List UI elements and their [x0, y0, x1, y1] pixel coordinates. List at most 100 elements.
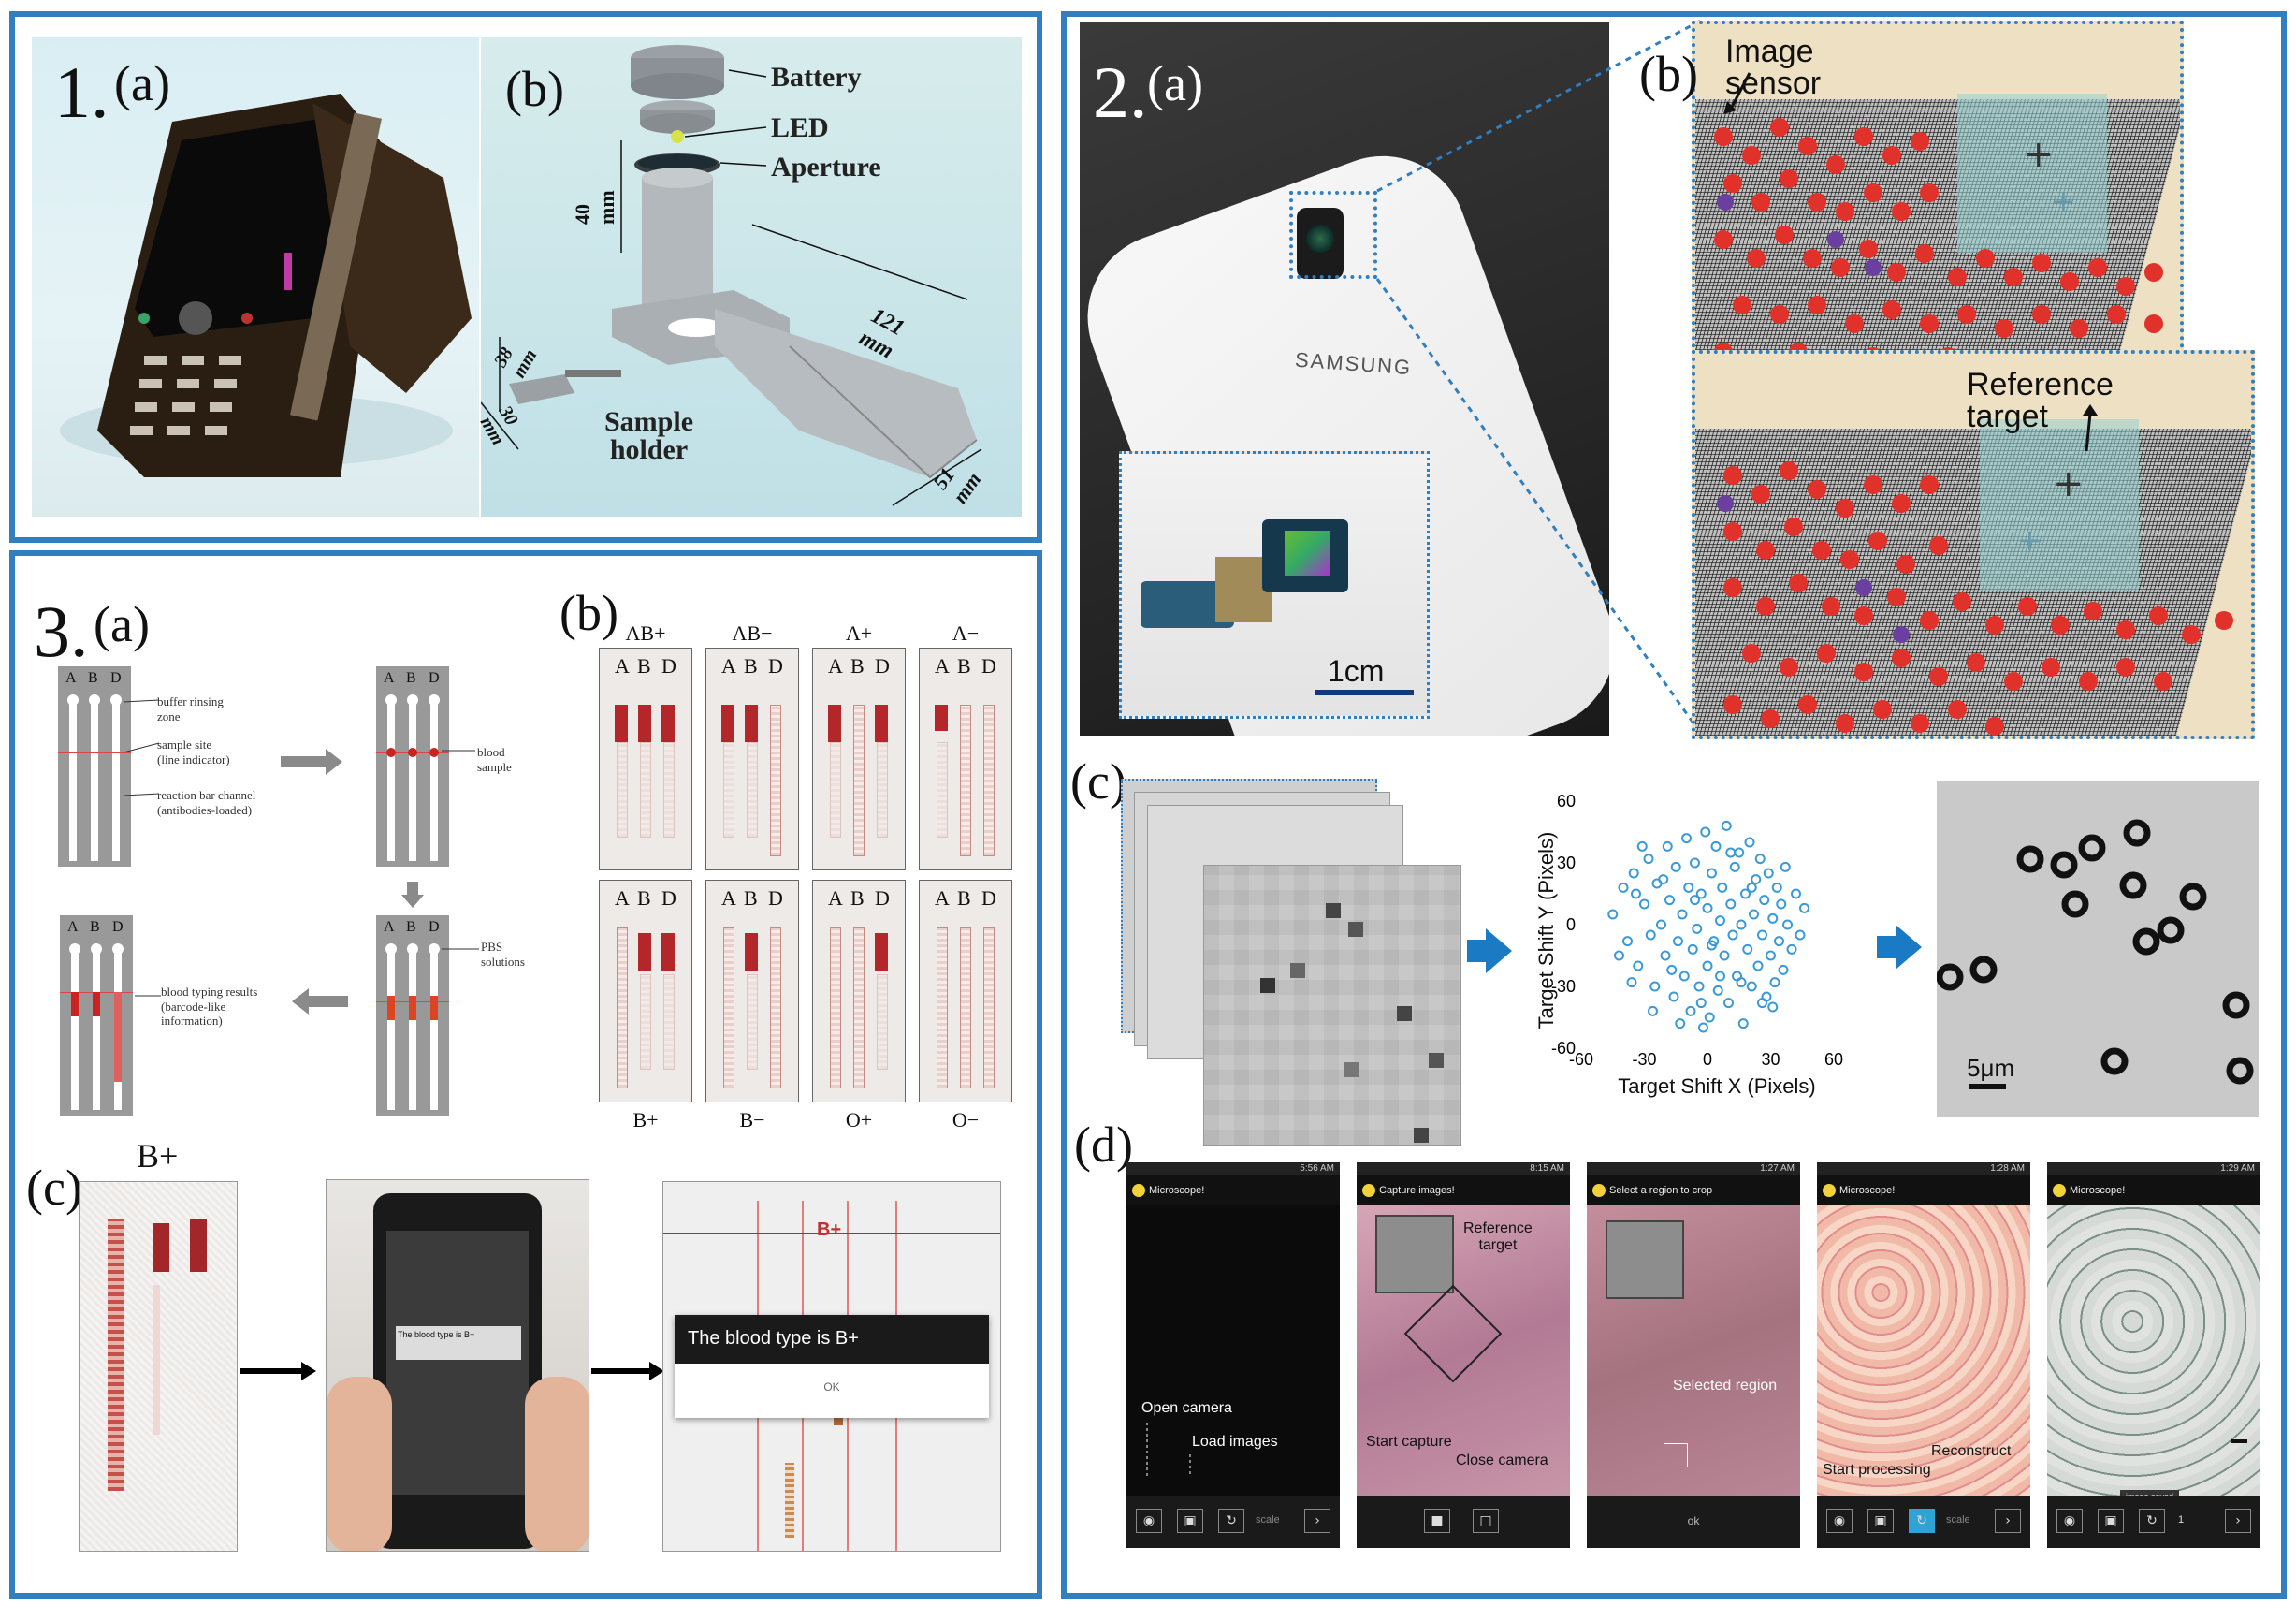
reference-target-label: Reference target — [1967, 367, 2114, 434]
scatter-point — [1702, 960, 1713, 971]
panel-2c-label: (c) — [1070, 753, 1126, 810]
device-diagram — [480, 37, 1022, 517]
scatter-point — [1695, 998, 1707, 1009]
camera-button[interactable]: ◉ — [1136, 1509, 1162, 1533]
scatter-point — [1622, 936, 1633, 947]
refresh-button[interactable]: ↻ — [1909, 1509, 1935, 1533]
lane-d: D — [768, 654, 783, 678]
app-title-2: Capture images! — [1379, 1185, 1455, 1196]
next-button[interactable]: › — [1304, 1509, 1330, 1533]
battery-label: Battery — [771, 62, 862, 93]
image-sensor-label: Image sensor — [1725, 34, 1822, 101]
sample-holder-label: Sample holder — [604, 406, 694, 465]
note-pbs: PBS solutions — [481, 940, 525, 969]
lane-b: B — [744, 886, 758, 910]
scatter-point — [1759, 895, 1770, 906]
arrow-to-scatter-head — [1486, 928, 1512, 973]
lane-d: D — [768, 886, 783, 910]
scatter-point — [1631, 888, 1641, 899]
camera-button[interactable]: ◉ — [2056, 1509, 2083, 1533]
app-screen-3: 1:27 AM Select a region to crop Selected… — [1587, 1162, 1800, 1548]
scatter-point — [1799, 902, 1809, 913]
arrow-down — [407, 882, 418, 897]
next-button[interactable]: › — [1995, 1509, 2021, 1533]
lane-a: A — [384, 919, 395, 935]
dialog-ok-button[interactable]: OK — [823, 1380, 840, 1394]
scatter-point — [1695, 888, 1707, 899]
scatter-point — [1633, 960, 1644, 971]
scatter-point — [1678, 971, 1690, 982]
ok-button[interactable]: ok — [1687, 1514, 1700, 1527]
stop-button[interactable]: □ — [1473, 1509, 1499, 1533]
camera-button[interactable]: ◉ — [1826, 1509, 1853, 1533]
app-title-3: Select a region to crop — [1609, 1185, 1713, 1196]
type-a-pos: A+ — [845, 621, 873, 645]
scale-field[interactable]: 1 — [2178, 1514, 2185, 1526]
app-title-4: Microscope! — [1839, 1185, 1896, 1196]
ann-start-processing: Start processing — [1823, 1462, 1931, 1478]
gallery-button[interactable]: ▣ — [2098, 1509, 2124, 1533]
appbar-1: Microscope! — [1126, 1175, 1340, 1205]
arrow-to-scatter — [1467, 940, 1486, 962]
scatter-point — [1719, 950, 1730, 961]
scale-field[interactable]: scale — [1256, 1514, 1280, 1526]
arrow-to-phone — [240, 1368, 305, 1374]
appbar-3: Select a region to crop — [1587, 1175, 1800, 1205]
lane-d: D — [429, 919, 440, 935]
scatter-point — [1692, 923, 1703, 934]
scatter-point — [1704, 1012, 1715, 1023]
scatter-point — [1648, 1005, 1658, 1016]
status-time-3: 1:27 AM — [1587, 1162, 1800, 1175]
status-time-5: 1:29 AM — [2047, 1162, 2260, 1175]
panel-2-frame — [1061, 11, 2287, 1599]
lane-d: D — [661, 886, 676, 910]
ann-close-camera: Close camera — [1456, 1453, 1548, 1468]
strip-result: A B D — [60, 915, 133, 1116]
lane-d: D — [661, 654, 676, 678]
scale-5um: 5μm — [1967, 1054, 2015, 1082]
image-sensor-render: + + — [1692, 21, 2184, 401]
scatter-point — [1645, 929, 1656, 941]
refresh-button[interactable]: ↻ — [2139, 1509, 2165, 1533]
y-tick-label: 30 — [1557, 854, 1576, 872]
result-dialog: The blood type is B+ OK — [675, 1315, 989, 1418]
y-tick-label: 60 — [1557, 792, 1576, 810]
scatter-point — [1675, 1018, 1686, 1029]
arrow-left-head — [292, 988, 309, 1015]
next-button[interactable]: › — [2225, 1509, 2251, 1533]
gallery-button[interactable]: ▣ — [1177, 1509, 1203, 1533]
scatter-point — [1687, 943, 1698, 955]
panel-2d-label: (d) — [1074, 1117, 1133, 1173]
video-button[interactable]: ■ — [1424, 1509, 1450, 1533]
scatter-point — [1725, 898, 1737, 910]
ann-selected-region: Selected region — [1673, 1378, 1778, 1394]
strip-initial: A B D — [58, 666, 131, 867]
gallery-button[interactable]: ▣ — [1867, 1509, 1894, 1533]
arrow-to-phone-head — [301, 1362, 316, 1380]
scatter-point — [1666, 964, 1678, 975]
lane-a: A — [615, 886, 630, 910]
scale-field[interactable]: scale — [1946, 1514, 1970, 1526]
scatter-point — [1771, 882, 1782, 893]
lane-a: A — [67, 919, 79, 935]
refresh-button[interactable]: ↻ — [1218, 1509, 1244, 1533]
panel-1-frame — [9, 11, 1042, 543]
scatter-point — [1607, 909, 1619, 920]
scatter-point — [1710, 840, 1722, 852]
lane-b: B — [406, 670, 416, 686]
scatter-point — [1757, 998, 1767, 1009]
image-sensor-arrow — [1723, 72, 1751, 114]
lane-b: B — [744, 654, 758, 678]
lane-a: A — [828, 886, 843, 910]
phone-screen-msg: The blood type is B+ — [398, 1330, 475, 1339]
panel-3c-title: B+ — [137, 1137, 179, 1175]
app-screen-5: 1:29 AM Microscope! image saved ◉ ▣ ↻ 1 … — [2047, 1162, 2260, 1548]
panel-2a-label: (a) — [1147, 55, 1203, 111]
lane-d: D — [429, 670, 440, 686]
panel-3a-label: (a) — [94, 596, 150, 652]
scatter-point — [1742, 943, 1753, 955]
panel-2-number: 2. — [1093, 51, 1148, 133]
lane-a: A — [384, 670, 395, 686]
